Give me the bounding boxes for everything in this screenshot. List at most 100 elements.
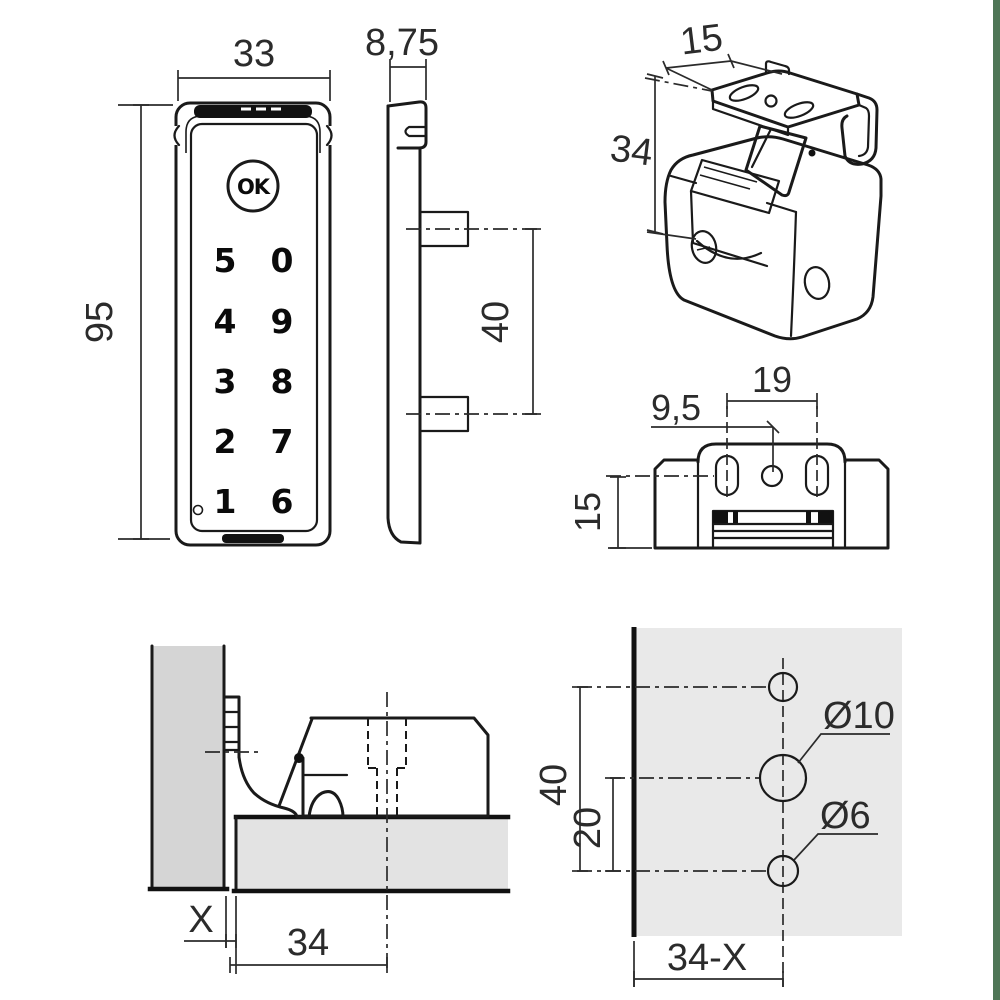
- dim-hole-spacing-20: 20: [567, 777, 621, 872]
- svg-text:Ø10: Ø10: [823, 695, 895, 737]
- dim-thickness: 8,75: [365, 22, 439, 102]
- svg-text:40: 40: [475, 301, 517, 343]
- bracket-hole: [764, 94, 778, 108]
- dim-pin-spacing: 40: [475, 228, 541, 415]
- latch-pivot-dot: [808, 149, 816, 157]
- body-screw-recess-left: [690, 230, 718, 264]
- svg-text:8,75: 8,75: [365, 22, 439, 64]
- front-view: OK 5 0 4 9 3 8 2 7 1 6 33 95: [79, 33, 336, 547]
- svg-text:15: 15: [567, 492, 608, 532]
- cross-section-view: X 34: [147, 644, 511, 974]
- dim-hole-spacing-40: 40: [533, 686, 588, 872]
- plate-center-hole: [760, 464, 784, 488]
- svg-text:40: 40: [533, 764, 575, 806]
- led-indicator: [192, 504, 204, 516]
- bracket-slot-right: [783, 101, 815, 119]
- right-notch: [325, 124, 333, 147]
- top-slot-mark: [256, 107, 266, 111]
- left-notch: [173, 124, 181, 147]
- strike-plate-outline: [653, 442, 890, 550]
- latch-lever: [277, 717, 314, 808]
- svg-text:34: 34: [608, 128, 655, 175]
- latch-body: [663, 135, 883, 341]
- dim-width-33: 33: [177, 33, 331, 101]
- key-8: 8: [271, 362, 294, 401]
- dim-latch-height: 34: [608, 73, 713, 240]
- svg-text:34-X: 34-X: [667, 937, 747, 979]
- keypad-bottom-slot: [222, 534, 284, 543]
- page-accent-strip: [993, 0, 1000, 1000]
- template-panel: [634, 628, 902, 936]
- key-0: 0: [271, 241, 294, 280]
- top-slot-mark: [271, 107, 281, 111]
- dim-plate-height: 15: [567, 476, 652, 549]
- plate-latch-block: [711, 509, 835, 550]
- key-1: 1: [214, 482, 237, 521]
- bracket-plate-edge: [711, 99, 790, 137]
- svg-text:34: 34: [287, 922, 329, 964]
- latch-opening: [689, 158, 781, 215]
- ok-button-label: OK: [237, 175, 271, 199]
- latch-opening-shading: [699, 166, 758, 190]
- label-dia6: Ø6: [793, 795, 878, 861]
- bracket-hook-inner: [857, 103, 871, 158]
- hidden-screw-hole: [367, 718, 407, 816]
- svg-text:9,5: 9,5: [651, 387, 701, 428]
- dim-depth-34: 34: [229, 922, 388, 973]
- latch-body-edge: [789, 210, 798, 338]
- ok-button: [226, 159, 280, 213]
- dim-bracket-width: 15: [662, 17, 783, 91]
- key-6: 6: [271, 482, 294, 521]
- side-view: 8,75 40: [365, 22, 541, 545]
- bracket-plate: [710, 69, 861, 129]
- dim-hole-offset: 9,5: [651, 387, 780, 472]
- key-9: 9: [271, 302, 294, 341]
- svg-text:19: 19: [752, 359, 792, 400]
- side-hook: [386, 100, 428, 150]
- body-screw-recess-right: [803, 266, 831, 300]
- latch-3d-view: 15 34: [608, 17, 883, 341]
- keypad-face: [189, 122, 319, 533]
- side-hook-slot: [404, 125, 428, 138]
- dim-edge-distance: 34-X: [633, 937, 784, 987]
- key-3: 3: [214, 362, 237, 401]
- key-2: 2: [214, 422, 237, 461]
- latch-inner-curve: [695, 239, 763, 260]
- svg-text:X: X: [188, 899, 213, 941]
- keypad-shell-step: [185, 115, 321, 153]
- svg-text:Ø6: Ø6: [820, 795, 871, 837]
- dim-height-95: 95: [79, 104, 173, 540]
- door-catch: [222, 695, 345, 819]
- svg-text:20: 20: [567, 807, 609, 849]
- svg-text:33: 33: [233, 33, 275, 75]
- drill-hole-small: [766, 854, 800, 888]
- key-7: 7: [271, 422, 294, 461]
- side-profile: [386, 104, 422, 545]
- drilling-template-view: 40 20 Ø10 Ø6 34-X: [533, 627, 902, 987]
- label-dia10: Ø10: [797, 695, 895, 764]
- board-panel: [236, 819, 508, 889]
- latch-body-topedge-left: [669, 174, 698, 185]
- key-4: 4: [214, 302, 237, 341]
- door-panel: [152, 646, 224, 888]
- bracket-hook: [840, 92, 879, 166]
- keypad-shell: [174, 101, 332, 547]
- key-5: 5: [214, 241, 237, 280]
- latch-section-body: [301, 716, 490, 818]
- latch-tongue: [744, 124, 808, 198]
- dim-offset-x: X: [184, 896, 237, 974]
- drill-hole-large: [758, 753, 808, 803]
- latch-pivot: [294, 753, 304, 763]
- strike-plate-view: 19 9,5 15: [567, 359, 890, 550]
- top-slot-mark: [241, 107, 251, 111]
- bracket-slot-left: [728, 84, 760, 102]
- dim-slot-spacing: 19: [726, 359, 818, 409]
- svg-text:15: 15: [678, 17, 725, 64]
- bracket-tab: [764, 60, 791, 76]
- svg-text:95: 95: [79, 301, 121, 343]
- latch-tongue-fold: [750, 127, 773, 169]
- screw-slot: [696, 246, 711, 251]
- drill-hole-top: [767, 671, 799, 703]
